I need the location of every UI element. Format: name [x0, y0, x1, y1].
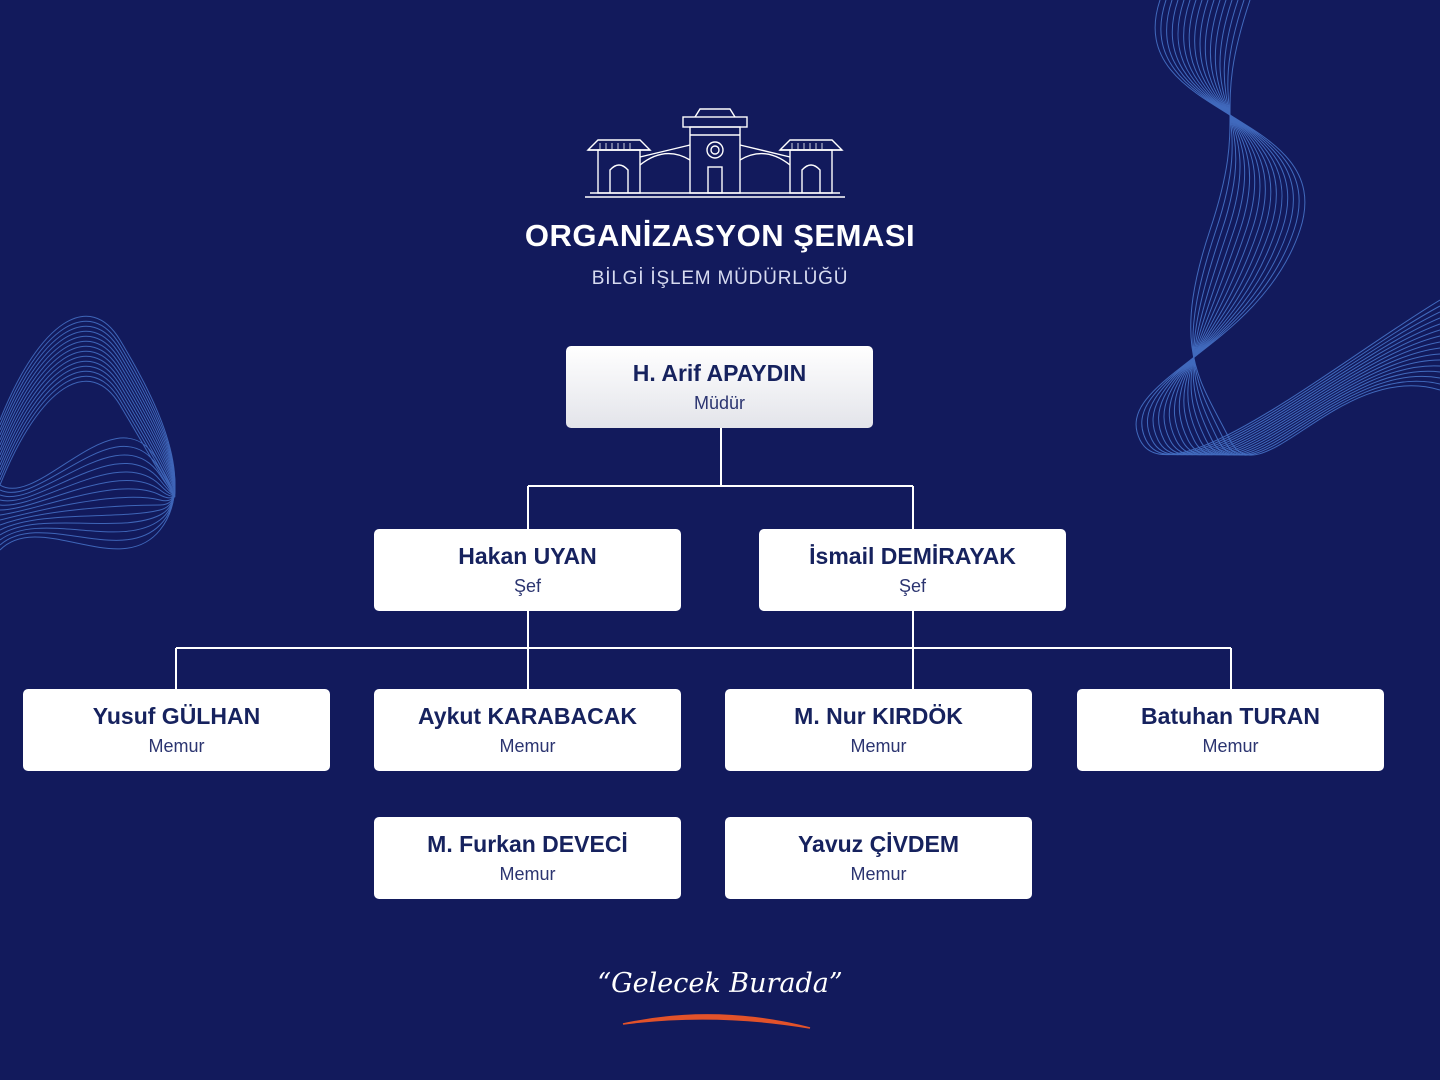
card-chief-1: Hakan UYAN Şef	[374, 529, 681, 611]
director-name: H. Arif APAYDIN	[632, 360, 807, 386]
staff-role: Memur	[850, 736, 907, 756]
card-staff: Batuhan TURAN Memur	[1077, 689, 1384, 771]
page-subtitle: BİLGİ İŞLEM MÜDÜRLÜĞÜ	[591, 268, 849, 289]
building-logo	[585, 108, 845, 198]
staff-name: M. Furkan DEVECİ	[427, 831, 628, 857]
chief-role: Şef	[513, 576, 542, 596]
staff-name: Batuhan TURAN	[1141, 703, 1320, 729]
chief-role: Şef	[898, 576, 927, 596]
staff-role: Memur	[148, 736, 205, 756]
chief-name: İsmail DEMİRAYAK	[809, 543, 1016, 569]
staff-role: Memur	[499, 736, 556, 756]
card-staff: Yavuz ÇİVDEM Memur	[725, 817, 1032, 899]
staff-name: Yavuz ÇİVDEM	[797, 831, 960, 857]
card-staff: M. Furkan DEVECİ Memur	[374, 817, 681, 899]
card-director: H. Arif APAYDIN Müdür	[566, 346, 873, 428]
staff-name: Aykut KARABACAK	[418, 703, 637, 729]
page-title: ORGANİZASYON ŞEMASI	[524, 218, 916, 253]
swoosh-underline	[622, 1014, 811, 1029]
staff-role: Memur	[1202, 736, 1259, 756]
director-role: Müdür	[693, 393, 746, 413]
card-chief-2: İsmail DEMİRAYAK Şef	[759, 529, 1066, 611]
card-staff: M. Nur KIRDÖK Memur	[725, 689, 1032, 771]
staff-role: Memur	[850, 864, 907, 884]
card-staff: Yusuf GÜLHAN Memur	[23, 689, 330, 771]
staff-name: Yusuf GÜLHAN	[92, 703, 261, 729]
staff-name: M. Nur KIRDÖK	[794, 703, 963, 729]
card-staff: Aykut KARABACAK Memur	[374, 689, 681, 771]
chief-name: Hakan UYAN	[458, 543, 597, 569]
slogan: “Gelecek Burada”	[597, 968, 843, 999]
staff-role: Memur	[499, 864, 556, 884]
